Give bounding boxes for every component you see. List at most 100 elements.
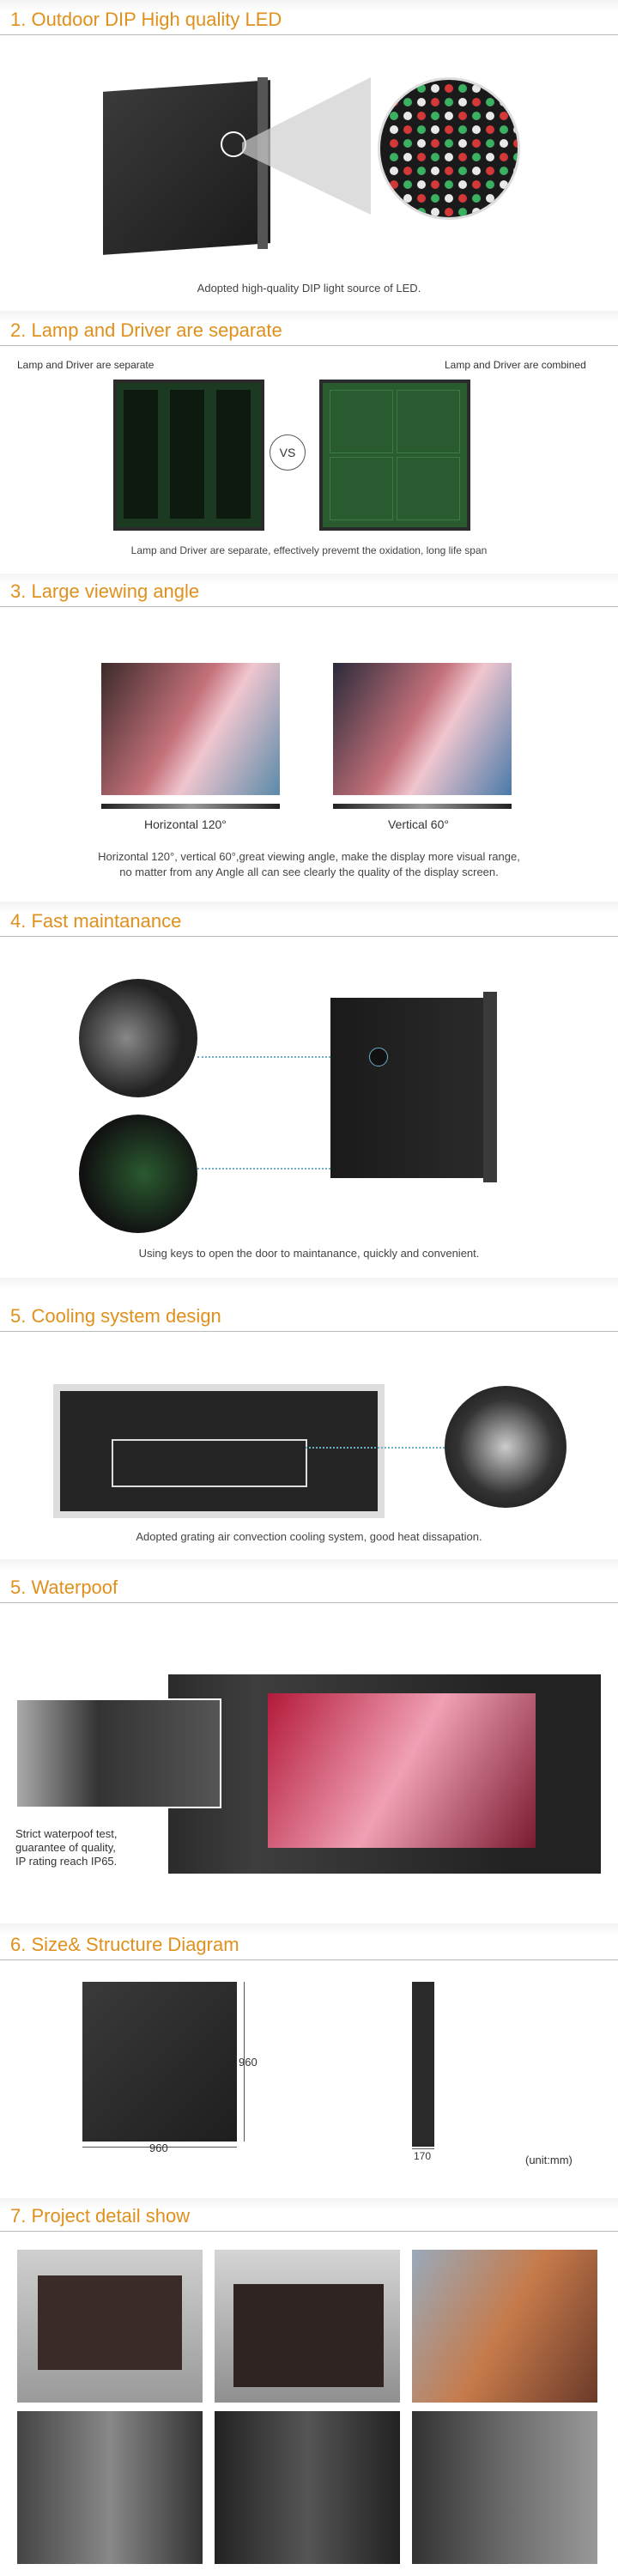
led-dot [513, 139, 518, 148]
led-dot [431, 153, 439, 161]
led-dot [513, 194, 518, 203]
label-separate: Lamp and Driver are separate [17, 359, 154, 371]
section-divider [0, 606, 618, 607]
led-dot [513, 208, 518, 216]
led-dot [472, 112, 481, 120]
waterproof-text-line3: IP rating reach IP65. [15, 1855, 118, 1868]
led-dot [417, 194, 426, 203]
led-dot [500, 194, 508, 203]
led-dot [390, 153, 398, 161]
led-dot [458, 125, 467, 134]
led-dot [472, 125, 481, 134]
led-dot [472, 194, 481, 203]
led-dot [458, 139, 467, 148]
led-dot [403, 139, 412, 148]
callout-line-top [197, 1056, 382, 1058]
height-label: 960 [239, 2056, 258, 2069]
section-title-viewing-angle: 3. Large viewing angle [10, 580, 200, 602]
led-dot [500, 167, 508, 175]
waterproof-text-line1: Strict waterpoof test, [15, 1827, 118, 1840]
led-dot [513, 153, 518, 161]
front-view-diagram [82, 1982, 237, 2142]
led-closeup-circle [378, 77, 520, 220]
led-dot [500, 208, 508, 216]
section-title-size: 6. Size& Structure Diagram [10, 1934, 239, 1955]
cabinet-side-image [483, 992, 497, 1182]
section-divider [0, 1331, 618, 1332]
project-photo-4 [17, 2411, 203, 2564]
waterproof-inset-photo [15, 1698, 221, 1808]
vent-highlight-box [112, 1439, 307, 1487]
led-dot [513, 112, 518, 120]
led-dot [403, 167, 412, 175]
side-view-diagram [412, 1982, 434, 2147]
depth-label: 170 [414, 2150, 432, 2162]
led-dot [500, 98, 508, 106]
section-title-dip-led: 1. Outdoor DIP High quality LED [10, 9, 282, 30]
led-dot [458, 180, 467, 189]
led-dot [513, 125, 518, 134]
led-dot [417, 112, 426, 120]
led-dot [500, 139, 508, 148]
led-dot [486, 180, 494, 189]
height-dim-line [244, 1982, 245, 2142]
led-dot [390, 98, 398, 106]
led-dot [417, 180, 426, 189]
led-dot [417, 153, 426, 161]
led-dot [458, 98, 467, 106]
led-dot [390, 167, 398, 175]
vs-badge: VS [270, 434, 306, 471]
led-dot [431, 112, 439, 120]
section-divider [0, 1602, 618, 1603]
label-combined: Lamp and Driver are combined [445, 359, 586, 371]
led-dot [403, 153, 412, 161]
section-title-cooling: 5. Cooling system design [10, 1305, 221, 1327]
dip-led-pixels [390, 84, 518, 216]
led-dot [472, 84, 481, 93]
project-photo-1 [17, 2250, 203, 2403]
led-dot [403, 84, 412, 93]
led-dot [431, 98, 439, 106]
led-dot [472, 208, 481, 216]
led-dot [472, 153, 481, 161]
led-dot [445, 125, 453, 134]
label-vertical: Vertical 60° [388, 817, 449, 831]
led-dot [417, 208, 426, 216]
section-divider [0, 1959, 618, 1960]
section-divider [0, 34, 618, 35]
led-dot [417, 125, 426, 134]
section-divider [0, 345, 618, 346]
project-photo-6 [412, 2411, 597, 2564]
vertical-view-photo [333, 663, 512, 795]
led-dot [403, 112, 412, 120]
led-dot [390, 208, 398, 216]
label-horizontal: Horizontal 120° [144, 817, 227, 831]
led-dot [458, 194, 467, 203]
led-dot [445, 112, 453, 120]
cooling-panel-image [53, 1384, 385, 1518]
caption-lamp-driver: Lamp and Driver are separate, effectivel… [130, 544, 488, 556]
led-dot [458, 153, 467, 161]
led-dot [486, 98, 494, 106]
led-dot [417, 167, 426, 175]
cabinet-side [258, 77, 268, 249]
pcb-combined-image [319, 380, 470, 531]
led-dot [390, 112, 398, 120]
depth-dim-line [412, 2148, 434, 2149]
horizontal-view-bar [101, 804, 280, 809]
led-dot [445, 180, 453, 189]
lock-marker [369, 1048, 388, 1066]
led-dot [431, 194, 439, 203]
led-dot [500, 153, 508, 161]
led-dot [403, 125, 412, 134]
led-dot [417, 98, 426, 106]
caption-cooling: Adopted grating air convection cooling s… [136, 1530, 482, 1543]
fan-closeup-circle [445, 1386, 566, 1508]
led-dot [486, 167, 494, 175]
cabinet-front-image [330, 998, 483, 1178]
section-divider [0, 936, 618, 937]
led-dot [445, 167, 453, 175]
led-dot [431, 208, 439, 216]
section-title-lamp-driver: 2. Lamp and Driver are separate [10, 319, 282, 341]
led-dot [390, 139, 398, 148]
